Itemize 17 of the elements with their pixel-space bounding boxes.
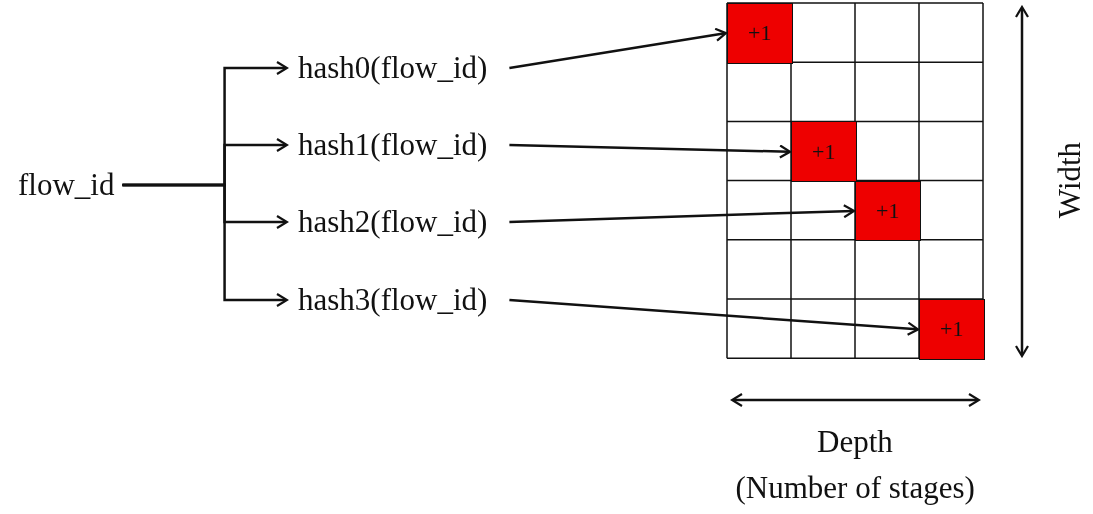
- counter-cell: +1: [727, 3, 793, 64]
- dimension-label: (Number of stages): [735, 471, 975, 505]
- arrow: [509, 204, 856, 224]
- input-label: flow_id: [18, 168, 115, 202]
- function-label: hash0(flow_id): [298, 51, 488, 85]
- counter-cell: +1: [855, 180, 921, 242]
- dimension-label: Width: [1053, 141, 1088, 219]
- arrow: [509, 298, 920, 336]
- arrow: [122, 183, 289, 308]
- function-label: hash1(flow_id): [298, 128, 488, 162]
- dimension-label: Depth: [817, 425, 893, 459]
- counter-cell: +1: [791, 121, 857, 183]
- function-label: hash2(flow_id): [298, 205, 488, 239]
- arrow: [509, 27, 728, 70]
- counter-cell: +1: [919, 299, 985, 360]
- arrow: [509, 143, 792, 159]
- function-label: hash3(flow_id): [298, 283, 488, 317]
